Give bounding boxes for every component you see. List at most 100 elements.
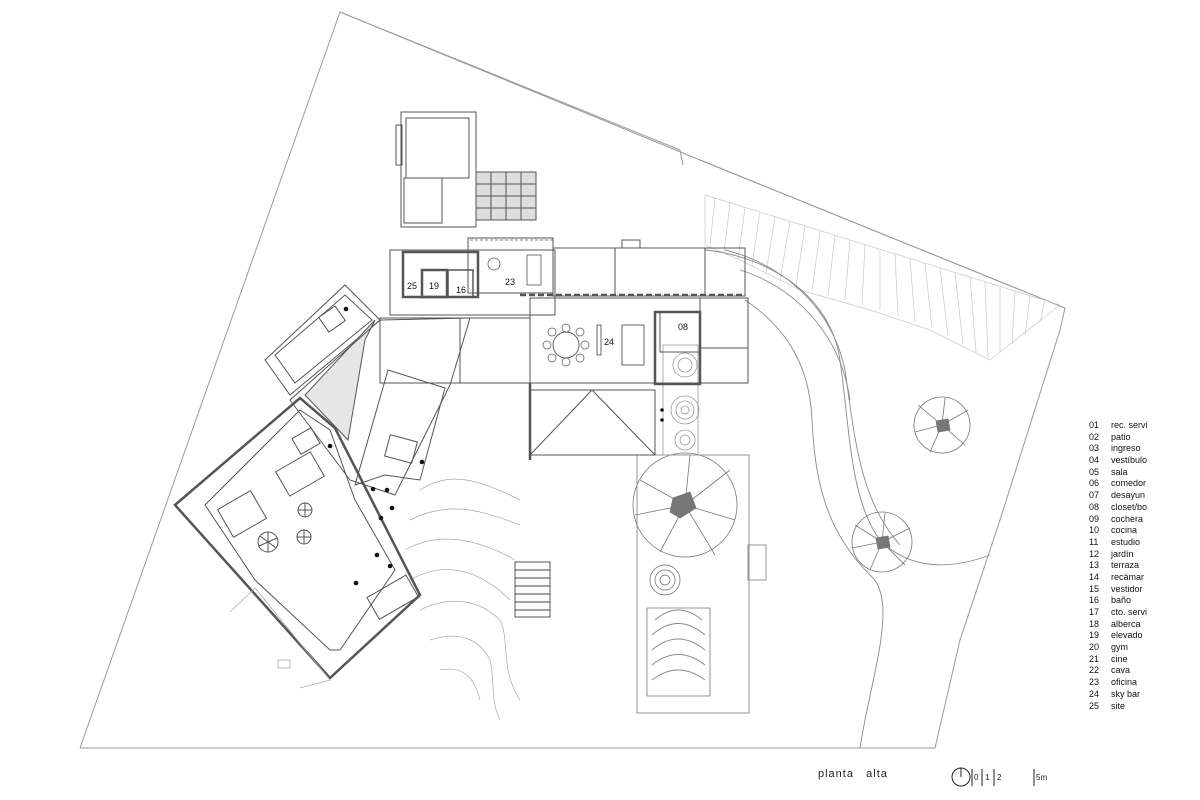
service-block <box>395 111 554 294</box>
legend-row: 09 cochera <box>1089 514 1200 526</box>
legend-number: 23 <box>1089 677 1100 688</box>
legend-number: 18 <box>1089 618 1100 629</box>
legend-row: 23 oficina <box>1089 677 1200 689</box>
legend-room-name: jardín <box>1111 548 1134 559</box>
site-boundary <box>79 11 1066 749</box>
legend-row: 04 vestíbulo <box>1089 455 1200 467</box>
legend-room-name: sky bar <box>1111 688 1141 699</box>
legend-room-name: rec. servi <box>1111 420 1148 430</box>
entry-roof <box>529 389 656 456</box>
room-label: 25 <box>407 281 417 291</box>
legend-row: 25 site <box>1089 701 1200 713</box>
office-rooms <box>389 239 556 316</box>
tree-icon <box>851 511 913 573</box>
legend-number: 13 <box>1089 560 1100 571</box>
legend-number: 14 <box>1089 571 1100 582</box>
legend-number: 03 <box>1089 443 1100 454</box>
legend-number: 08 <box>1089 501 1100 512</box>
garden-area <box>636 454 767 714</box>
legend-room-name: estudio <box>1111 536 1141 547</box>
left-wing <box>173 284 471 680</box>
legend-room-name: gym <box>1111 642 1129 653</box>
legend-row: 22 cava <box>1089 665 1200 677</box>
room-labels: 25 19 16 23 24 08 <box>407 277 688 347</box>
legend-row: 19 elevado <box>1089 630 1200 642</box>
legend-room-name: cocina <box>1111 525 1138 536</box>
legend-room-name: closet/bo <box>1111 501 1148 512</box>
legend-number: 15 <box>1089 583 1100 594</box>
ramp-hatch <box>704 194 1061 361</box>
legend-room-name: desayun <box>1111 490 1146 501</box>
legend-number: 04 <box>1089 455 1100 466</box>
room-label: 08 <box>678 322 688 332</box>
scale-tick: 0 <box>974 773 979 782</box>
drawing-caption: planta alta <box>818 768 888 780</box>
legend-row: 13 terraza <box>1089 560 1200 572</box>
legend-room-name: oficina <box>1111 677 1138 688</box>
legend-room-name: sala <box>1111 466 1128 477</box>
legend-row: 11 estudio <box>1089 537 1200 549</box>
legend-number: 10 <box>1089 525 1100 536</box>
legend-room-name: alberca <box>1111 618 1141 629</box>
legend-room-name: comedor <box>1111 478 1147 489</box>
legend-room-name: terraza <box>1111 560 1140 571</box>
legend-number: 25 <box>1089 700 1100 711</box>
scale-tick: 1 <box>985 773 990 782</box>
legend-number: 06 <box>1089 478 1100 489</box>
column-dots <box>327 306 664 586</box>
legend-room-name: vestidor <box>1111 583 1143 594</box>
stairs <box>514 561 551 618</box>
legend-number: 19 <box>1089 630 1100 641</box>
legend-number: 24 <box>1089 688 1100 699</box>
legend-room-name: cine <box>1111 653 1128 664</box>
ground-outline <box>229 587 331 689</box>
legend-room-name: cava <box>1111 665 1131 676</box>
legend-number: 22 <box>1089 665 1100 676</box>
room-label: 16 <box>456 285 466 295</box>
legend-row: 10 cocina <box>1089 525 1200 537</box>
legend-room-name: vestíbulo <box>1111 455 1148 466</box>
legend-row: 07 desayun <box>1089 490 1200 502</box>
legend-number: 09 <box>1089 513 1100 524</box>
path-circles <box>662 344 700 456</box>
room-label: 24 <box>604 337 614 347</box>
legend-room-name: site <box>1111 700 1126 711</box>
legend-number: 20 <box>1089 642 1100 653</box>
legend-number: 12 <box>1089 548 1100 559</box>
legend-row: 18 alberca <box>1089 619 1200 631</box>
scale-tick: 5m <box>1036 773 1047 782</box>
legend-number: 16 <box>1089 595 1100 606</box>
legend-row: 15 vestidor <box>1089 584 1200 596</box>
driveway <box>704 249 991 749</box>
room-label: 19 <box>429 281 439 291</box>
scale-bar: 0 1 2 5m <box>950 766 1060 788</box>
legend-row: 08 closet/bo <box>1089 502 1200 514</box>
legend-row: 20 gym <box>1089 642 1200 654</box>
legend-number: 07 <box>1089 490 1100 501</box>
legend-room-name: ingreso <box>1111 443 1141 454</box>
legend-row: 03 ingreso <box>1089 443 1200 455</box>
legend-number: 17 <box>1089 607 1100 617</box>
legend-row: 24 sky bar <box>1089 689 1200 701</box>
legend-number: 02 <box>1089 431 1100 442</box>
legend-room-name: cochera <box>1111 513 1144 524</box>
caption-subtitle: alta <box>866 768 888 780</box>
legend-number: 05 <box>1089 466 1100 477</box>
north-arrow-icon: 0 1 2 5m <box>951 767 1047 787</box>
legend-room-name: elevado <box>1111 630 1143 641</box>
tree-icon <box>632 452 738 558</box>
sky-bar <box>529 297 749 386</box>
legend-number: 11 <box>1089 536 1099 547</box>
scale-tick: 2 <box>997 773 1002 782</box>
caption-title: planta <box>818 768 854 780</box>
tree-icon <box>913 396 971 454</box>
legend-number: 01 <box>1089 420 1100 430</box>
room-label: 23 <box>505 277 515 287</box>
